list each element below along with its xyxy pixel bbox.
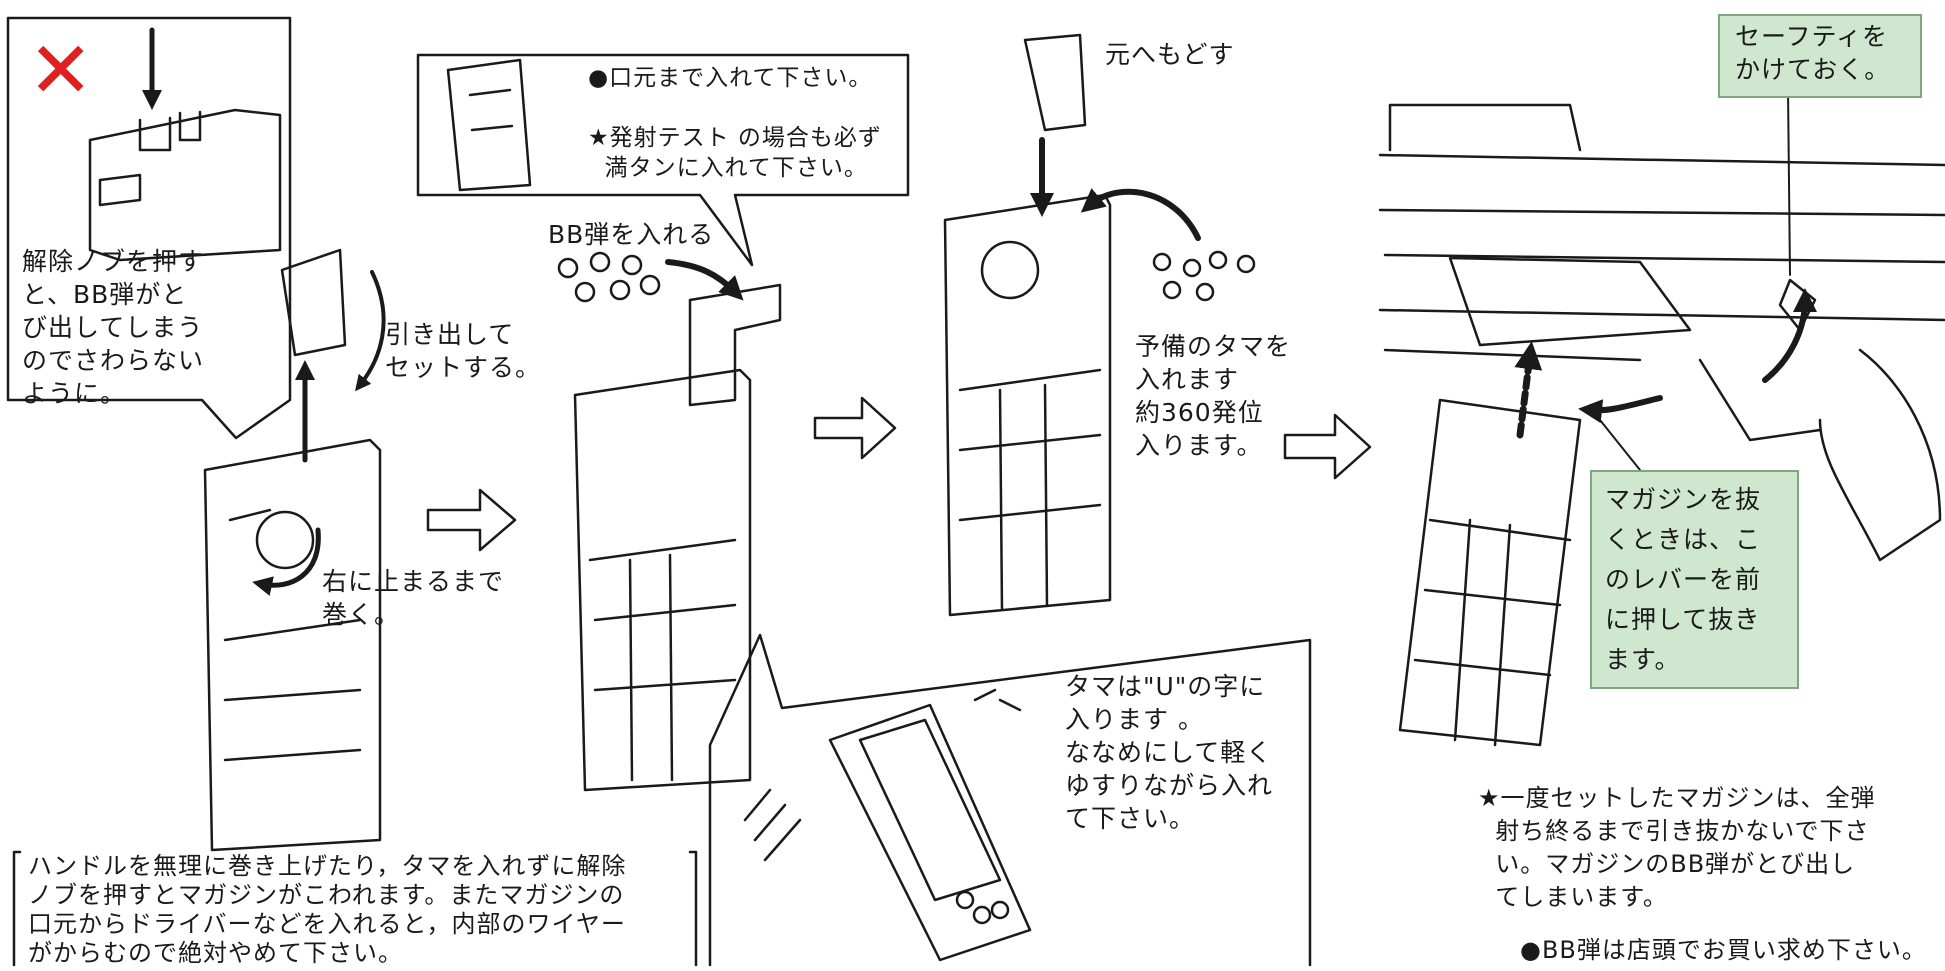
magazine-2 [573,368,752,792]
step2-inset-text: ●口元まで入れて下さい。 ★発射テスト の場合も必ず 満タンに入れて下さい。 [588,65,882,181]
bb-pellets-u [955,890,1010,925]
loader-2 [688,283,782,407]
magazine-3 [943,193,1112,617]
bb-pellets-1 [557,251,661,303]
safety-note-box [1718,14,1922,98]
wrong-callout-frame [6,16,292,440]
release-pointer [1599,419,1641,471]
carry-handle [1388,103,1582,152]
warning-bracket [12,850,698,967]
gun-receiver [1378,153,1945,562]
step2-inset-frame [416,53,910,267]
safety-note-text: セーフティを かけておく。 [1735,22,1891,84]
step-arrow-1-icon [426,488,517,552]
load-bb-text: BB弾を入れる [548,220,715,249]
release-lever-arrow-icon [1578,395,1663,424]
tilted-magazine [828,703,1032,962]
set-arrow-icon [355,270,386,392]
shop-note: ●BB弾は店頭でお買い求め下さい。 [1520,936,1927,964]
wind-arrow-icon [252,527,321,596]
step-arrow-3-icon [1283,413,1372,480]
wrong-callout-text: 解除ノブを押す と、BB弾がと び出してしまう のでさわらない ように。 [22,247,205,408]
tilt-text: タマは"U"の字に 入ります 。 ななめにして軽く ゆすりながら入れ て下さい。 [1065,672,1274,833]
shake-lines-icon [743,688,1022,862]
return-text: 元へもどす [1105,40,1235,69]
winding-knob [255,510,315,570]
spare-ammo-text: 予備のタマを 入れます 約360発位 入ります。 [1135,332,1292,460]
step-arrow-2-icon [813,396,897,460]
eject-arrow-icon [1514,341,1543,439]
returned-loader [1023,33,1087,132]
once-set-note: ★一度セットしたマガジンは、全弾 射ち終るまで引き抜かないで下さ い。マガジンの… [1478,784,1876,911]
pull-and-set-text: 引き出して セットする。 [385,320,542,382]
release-note-text: マガジンを抜 くときは、こ のレバーを前 に押して抜き ます。 [1605,485,1762,674]
tilt-detail-frame [708,633,1312,967]
selector-arrow-icon [1762,288,1817,383]
winding-knob-2 [980,240,1040,300]
red-x-icon: ✕ [28,26,94,116]
wind-text: 右に止まるまで 巻く。 [322,567,505,629]
warning-text: ハンドルを無理に巻き上げたり，タマを入れずに解除 ノブを押すとマガジンがこわれま… [28,852,627,967]
magazine-1 [203,438,382,852]
receiver-detail [88,108,282,262]
spare-arrow-icon [1080,188,1201,241]
bb-pellets-2 [1152,250,1256,302]
magazine-4 [1398,398,1582,747]
loader-1 [280,248,347,357]
safety-lever [1778,278,1817,332]
load-arrow-icon [665,259,744,301]
release-note-box [1590,470,1799,689]
safety-pointer [1787,89,1791,276]
inset-detail [446,58,532,192]
